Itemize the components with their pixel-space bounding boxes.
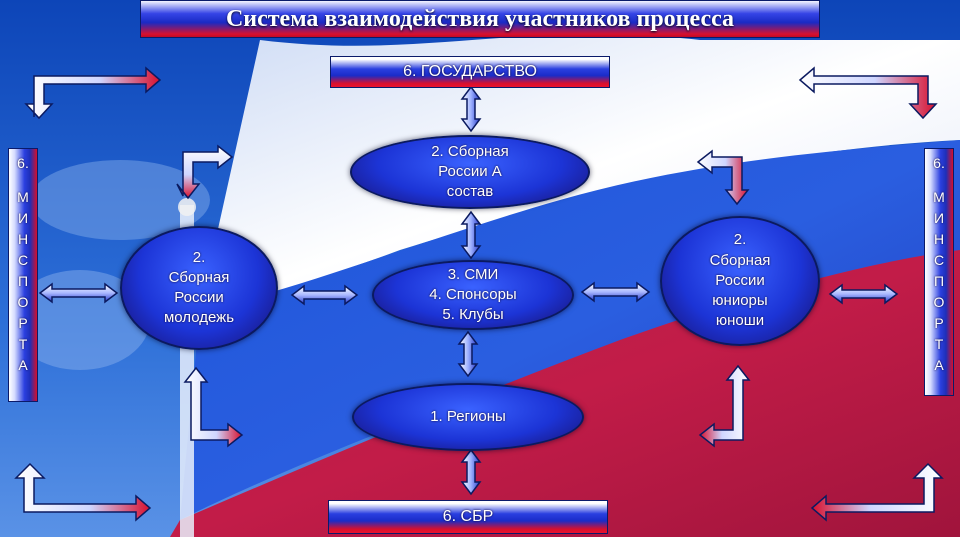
minsport-right-letter: М bbox=[933, 189, 945, 205]
node-juniors-line: юниоры bbox=[712, 292, 768, 310]
double-arrow-icon bbox=[38, 282, 119, 304]
minsport-left-letter bbox=[9, 175, 37, 189]
minsport-left-letter: И bbox=[17, 210, 29, 226]
diagram-title-text: Система взаимодействия участников процес… bbox=[225, 5, 735, 32]
double-arrow-icon bbox=[460, 448, 482, 496]
minsport-right-letter: Р bbox=[934, 315, 944, 331]
node-minsport-left: 6. М И Н С П О Р Т А bbox=[8, 148, 38, 402]
node-juniors: 2. Сборная России юниоры юноши bbox=[660, 216, 820, 346]
node-juniors-line: юноши bbox=[715, 312, 765, 330]
minsport-right-letter: И bbox=[933, 210, 945, 226]
node-youth-line: России bbox=[174, 289, 224, 306]
node-team-a-line: состав bbox=[446, 183, 494, 201]
node-minsport-right: 6. М И Н С П О Р Т А bbox=[924, 148, 954, 396]
node-state-label: 6. ГОСУДАРСТВО bbox=[403, 63, 537, 80]
bent-arrow-icon bbox=[183, 366, 244, 448]
node-youth-line: молодежь bbox=[163, 309, 235, 327]
minsport-left-letter: П bbox=[17, 273, 29, 289]
node-youth-line: 2. bbox=[192, 248, 206, 266]
bent-arrow-icon bbox=[14, 462, 152, 522]
diagram-title: Система взаимодействия участников процес… bbox=[140, 0, 820, 38]
minsport-left-letter: Р bbox=[18, 315, 28, 331]
double-arrow-icon bbox=[290, 284, 359, 306]
bent-arrow-icon bbox=[810, 462, 944, 522]
node-youth: 2. Сборная России молодежь bbox=[120, 226, 278, 350]
minsport-left-letter: 6. bbox=[17, 155, 29, 171]
minsport-right-letter: А bbox=[934, 357, 944, 373]
minsport-left-letter: А bbox=[18, 357, 28, 373]
node-media-line: 5. Клубы bbox=[442, 306, 504, 324]
minsport-right-letter: Н bbox=[933, 231, 945, 247]
node-juniors-line: 2. bbox=[733, 231, 747, 249]
double-arrow-icon bbox=[460, 210, 482, 260]
node-media-line: 3. СМИ bbox=[447, 265, 499, 283]
bent-arrow-icon bbox=[24, 66, 162, 120]
minsport-right-letter: П bbox=[933, 273, 945, 289]
minsport-right-letter: Т bbox=[934, 336, 944, 352]
node-media-line: 4. Спонсоры bbox=[429, 285, 517, 303]
node-sbr-label: 6. СБР bbox=[442, 508, 494, 525]
node-regions-label: 1. Регионы bbox=[430, 407, 506, 425]
node-youth-line: Сборная bbox=[168, 268, 230, 286]
node-team-a-line: России А bbox=[438, 162, 502, 180]
double-arrow-icon bbox=[457, 330, 479, 378]
double-arrow-icon bbox=[460, 85, 482, 133]
node-state: 6. ГОСУДАРСТВО bbox=[330, 56, 610, 88]
minsport-right-letter: 6. bbox=[933, 155, 945, 171]
node-media-sponsors-clubs: 3. СМИ 4. Спонсоры 5. Клубы bbox=[372, 260, 574, 330]
bent-arrow-icon bbox=[176, 144, 234, 200]
node-team-a: 2. Сборная России А состав bbox=[350, 135, 590, 209]
minsport-left-letter: М bbox=[17, 189, 29, 205]
minsport-right-letter bbox=[925, 175, 953, 189]
minsport-left-letter: Т bbox=[18, 336, 28, 352]
minsport-right-letter: С bbox=[933, 252, 945, 268]
double-arrow-icon bbox=[828, 283, 899, 305]
node-team-a-line: 2. Сборная bbox=[431, 142, 509, 160]
node-juniors-line: России bbox=[715, 271, 765, 289]
node-regions: 1. Регионы bbox=[352, 383, 584, 451]
minsport-left-letter: Н bbox=[17, 231, 29, 247]
node-sbr: 6. СБР bbox=[328, 500, 608, 534]
bent-arrow-icon bbox=[798, 66, 938, 120]
minsport-left-letter: С bbox=[17, 252, 29, 268]
minsport-left-letter: О bbox=[17, 294, 29, 310]
bent-arrow-icon bbox=[698, 364, 751, 448]
minsport-right-letter: О bbox=[933, 294, 945, 310]
double-arrow-icon bbox=[580, 281, 651, 303]
node-juniors-line: Сборная bbox=[709, 251, 771, 269]
bent-arrow-icon bbox=[696, 149, 750, 206]
